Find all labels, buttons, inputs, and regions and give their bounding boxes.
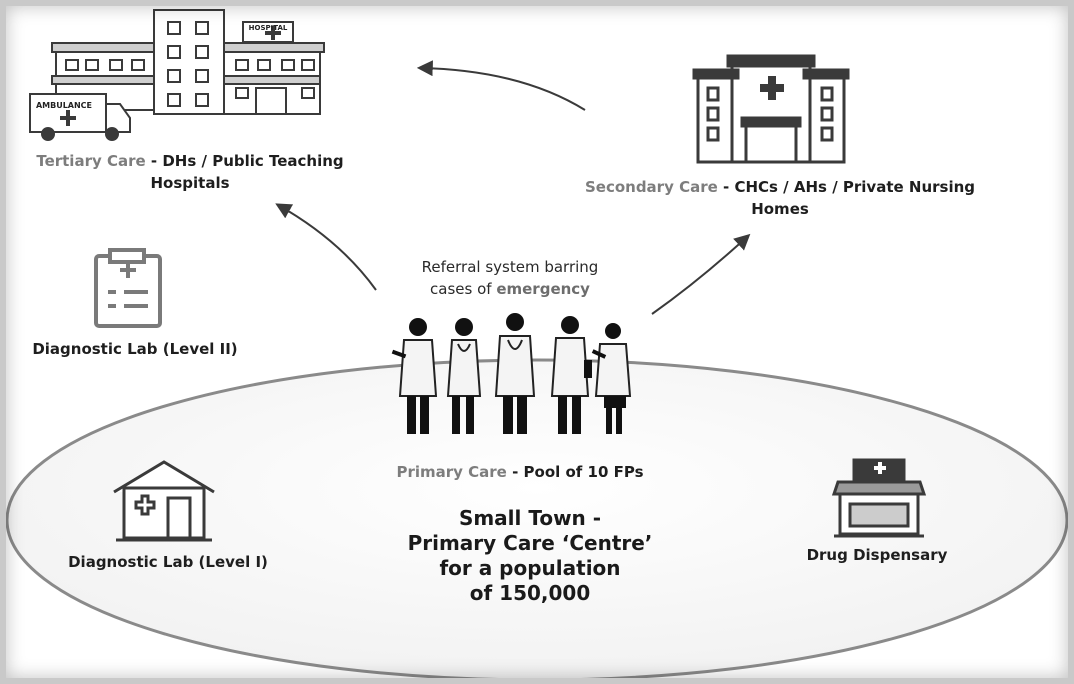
tertiary-care-tier: Tertiary Care (36, 152, 146, 170)
secondary-care-line2: Homes (751, 200, 809, 218)
secondary-care-line1: CHCs / AHs / Private Nursing (734, 178, 976, 196)
referral-line1: Referral system barring (421, 258, 599, 276)
referral-note: Referral system barring cases of emergen… (360, 256, 660, 300)
diagnostic-lab-level1-label: Diagnostic Lab (Level I) (68, 553, 268, 571)
drug-dispensary-label: Drug Dispensary (806, 546, 948, 564)
tertiary-care-line1: DHs / Public Teaching (162, 152, 344, 170)
primary-care-label: Primary Care - Pool of 10 FPs (360, 461, 680, 483)
ambulance-sign-text: AMBULANCE (36, 101, 92, 110)
tertiary-care-label: Tertiary Care - DHs / Public Teaching Ho… (20, 150, 360, 194)
ambulance-icon (29, 93, 131, 141)
secondary-care-label: Secondary Care - CHCs / AHs / Private Nu… (560, 176, 1000, 220)
secondary-hospital-icon (692, 54, 850, 164)
town-line1: Small Town - (458, 506, 602, 530)
primary-care-text: Pool of 10 FPs (523, 463, 644, 481)
primary-care-tier: Primary Care (396, 463, 507, 481)
diagnostic-lab-level1-icon (113, 460, 215, 542)
arrow-primary-to-tertiary (275, 203, 377, 291)
referral-line2-prefix: cases of (430, 280, 497, 298)
arrow-secondary-to-tertiary (416, 60, 586, 111)
diagnostic-lab-level2-icon (94, 248, 162, 328)
town-line3: for a population (439, 556, 621, 580)
diagnostic-lab-level2-label: Diagnostic Lab (Level II) (32, 340, 238, 358)
secondary-care-separator: - (717, 178, 735, 196)
arrow-primary-to-secondary (651, 233, 751, 315)
hospital-complex-icon (51, 9, 325, 115)
tertiary-care-line2: Hospitals (150, 174, 230, 192)
primary-care-separator: - (506, 463, 524, 481)
secondary-care-tier: Secondary Care (584, 178, 718, 196)
tertiary-care-separator: - (145, 152, 163, 170)
hospital-sign-text: HOSPITAL (249, 24, 288, 32)
town-line4: of 150,000 (469, 581, 591, 605)
referral-emphasis: emergency (496, 280, 590, 298)
doctors-group-icon (391, 313, 632, 434)
town-line2: Primary Care ‘Centre’ (407, 531, 653, 555)
town-description: Small Town - Primary Care ‘Centre’ for a… (380, 506, 680, 606)
drug-dispensary-icon (831, 458, 927, 538)
